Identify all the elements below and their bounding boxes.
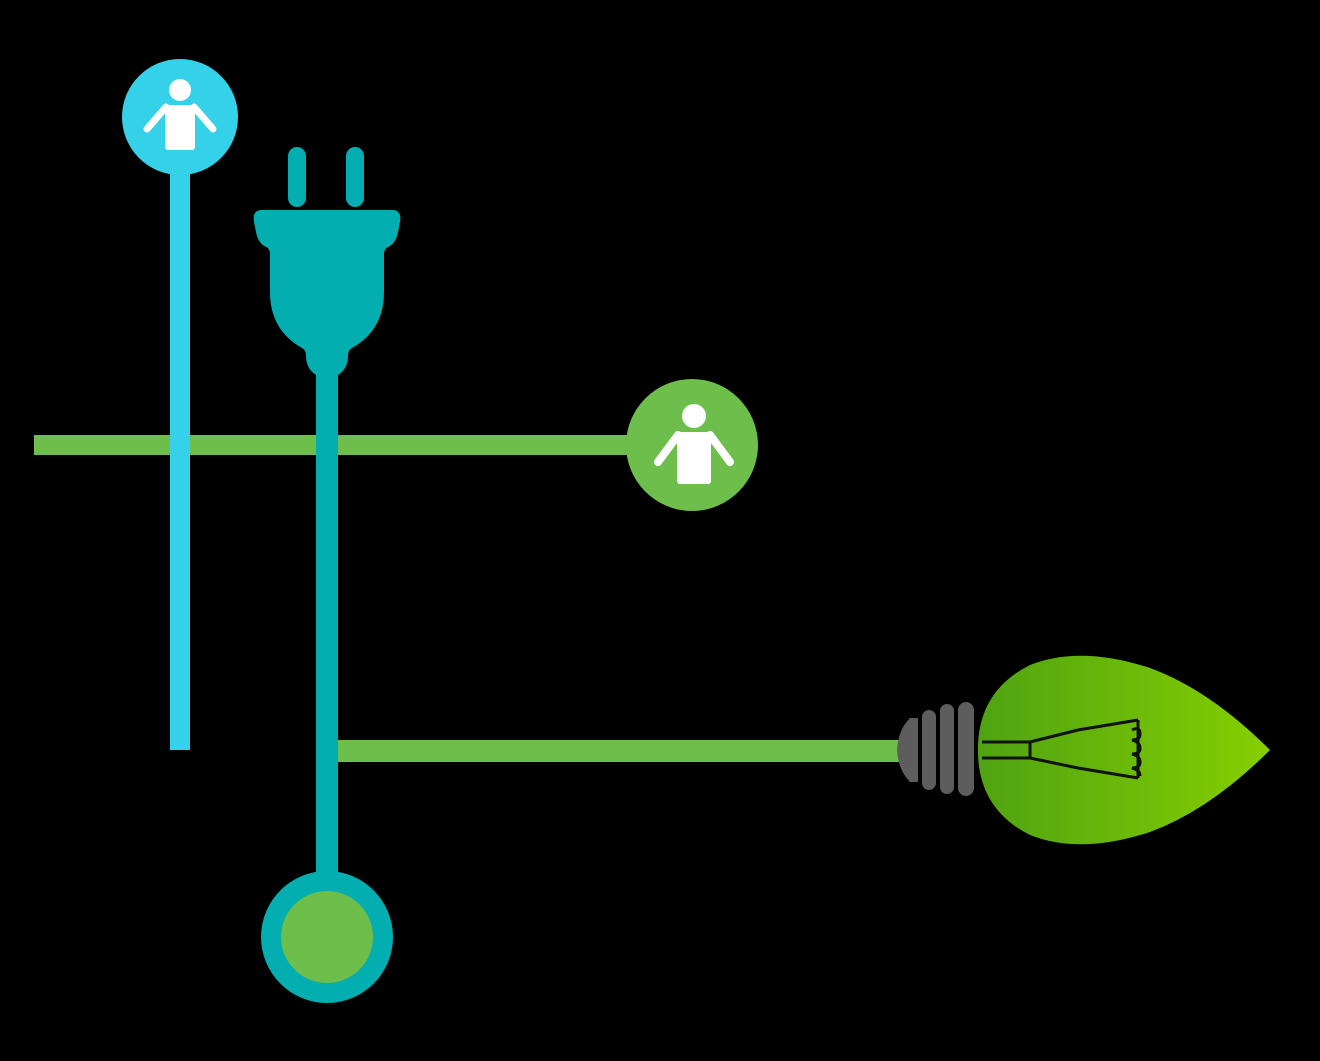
person-icon (654, 404, 734, 484)
node-inner-fill (281, 891, 373, 983)
plug-prong-left (288, 147, 306, 207)
power-plug-icon (253, 147, 401, 379)
green-line-horizontal-bottom (330, 740, 905, 762)
teal-line-vertical (316, 360, 338, 880)
person-circle-mid (626, 379, 758, 511)
bulb-filament (982, 718, 1142, 780)
person-icon (143, 79, 217, 150)
plug-prong-right (346, 147, 364, 207)
circle-node-icon (261, 871, 393, 1003)
bulb-screw-base (897, 702, 974, 796)
bulb-leaf-glass (978, 655, 1270, 845)
person-circle-top (122, 59, 238, 175)
plug-body (253, 210, 401, 379)
leaf-lightbulb-icon (897, 655, 1270, 845)
cyan-line-vertical (170, 160, 190, 750)
